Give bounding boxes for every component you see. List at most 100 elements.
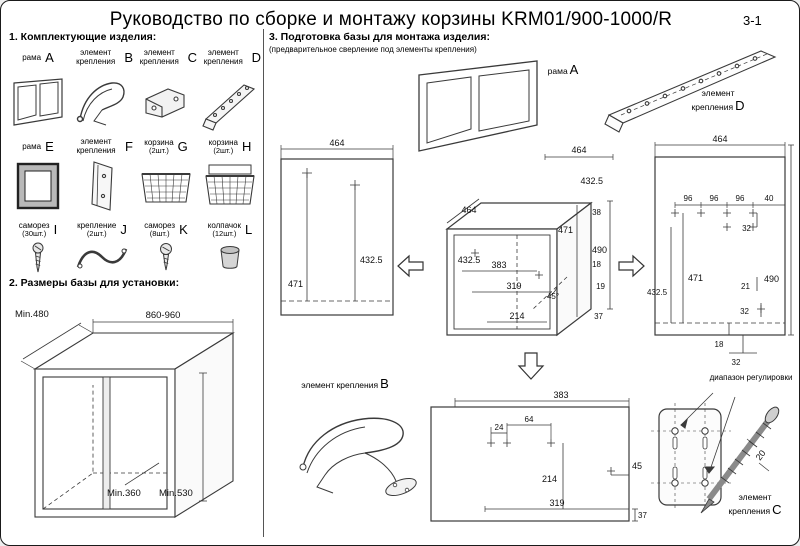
element-c-adjustment-drawing: 20 bbox=[651, 392, 780, 514]
dim-label: 37 bbox=[638, 511, 647, 520]
dimension-labels: 383 24 64 214 45 319 37 bbox=[495, 390, 648, 520]
part-name: корзина bbox=[144, 137, 174, 147]
element-d-drawing bbox=[604, 50, 777, 133]
part-name: элемент крепления bbox=[203, 48, 243, 66]
label-text: диапазон регулировки bbox=[709, 373, 793, 382]
dim-label: 24 bbox=[495, 423, 504, 432]
dimension-labels: 464 471 432.5 bbox=[288, 138, 383, 289]
section1-heading: 1. Комплектующие изделия: bbox=[9, 31, 157, 43]
part-label: элемент крепления C bbox=[135, 47, 197, 69]
part-f-plate-drawing bbox=[91, 161, 113, 211]
dim-label: 38 bbox=[592, 208, 601, 217]
callout-name: рама bbox=[547, 66, 568, 76]
part-name: саморез bbox=[144, 220, 176, 230]
part-j-clamp-drawing bbox=[76, 248, 128, 269]
dim-label: 432.5 bbox=[458, 255, 481, 265]
callout-letter: B bbox=[380, 376, 389, 391]
part-label: элемент крепления B bbox=[71, 47, 133, 69]
callout-letter: C bbox=[772, 501, 782, 517]
page-number: 3-1 bbox=[743, 13, 762, 28]
dim-label: 432.5 bbox=[360, 255, 383, 265]
section2-heading: 2. Размеры базы для установки: bbox=[9, 277, 180, 289]
dim-label: 471 bbox=[288, 279, 303, 289]
dim-label: 214 bbox=[509, 311, 524, 321]
part-qty: (2шт.) bbox=[86, 229, 107, 239]
dim-label: 32 bbox=[740, 307, 749, 316]
part-letter: G bbox=[177, 138, 188, 154]
part-item: рама A bbox=[7, 47, 69, 133]
part-e-frame-drawing bbox=[16, 162, 60, 210]
side-panel-right-drawing: 464 96 96 96 40 32 471 21 490 432.5 32 1… bbox=[647, 134, 794, 367]
part-item: элемент крепления D bbox=[199, 47, 261, 133]
dim-label: 319 bbox=[549, 498, 564, 508]
part-label: колпачок(12шт.) L bbox=[208, 219, 253, 241]
base-dimensions-drawing: Min.480 860-960 Min.360 Min.530 bbox=[15, 309, 235, 518]
part-label: саморез(30шт.) I bbox=[19, 219, 57, 241]
part-qty: (12шт.) bbox=[212, 229, 237, 239]
dim-label: 32 bbox=[732, 358, 741, 367]
arrow-down-icon bbox=[517, 352, 545, 380]
part-qty: (30шт.) bbox=[22, 229, 47, 239]
dim-label: 432.5 bbox=[647, 288, 668, 297]
dim-label: Min.360 bbox=[107, 488, 141, 499]
bottom-panel-drawing: 383 24 64 214 45 319 37 bbox=[430, 390, 648, 522]
part-name: колпачок bbox=[207, 220, 242, 230]
part-item: элемент крепления F bbox=[71, 136, 133, 216]
dim-label: 214 bbox=[542, 474, 557, 484]
part-item: саморез(30шт.) I bbox=[7, 219, 69, 275]
part-item: корзина(2шт.) G bbox=[135, 136, 197, 216]
dim-label: 45° bbox=[547, 292, 559, 301]
dim-label: 20 bbox=[754, 448, 768, 462]
dim-label: 464 bbox=[329, 138, 344, 148]
dim-label: 18 bbox=[715, 340, 724, 349]
part-letter: K bbox=[179, 221, 188, 237]
part-name: элемент крепления bbox=[76, 137, 116, 155]
dim-label: 18 bbox=[592, 260, 601, 269]
part-label: элемент крепления D bbox=[199, 47, 261, 69]
dim-label: 383 bbox=[491, 260, 506, 270]
callout-letter: D bbox=[735, 97, 745, 113]
callout-name: элемент крепления bbox=[691, 88, 735, 112]
dim-label: Min.480 bbox=[15, 309, 49, 320]
part-letter: J bbox=[120, 221, 127, 237]
adjustment-range-label: диапазон регулировки bbox=[703, 373, 799, 382]
part-b-bracket-drawing bbox=[76, 82, 125, 126]
part-letter: H bbox=[242, 138, 252, 154]
part-item: элемент крепления C bbox=[135, 47, 197, 133]
part-item: крепление(2шт.) J bbox=[71, 219, 133, 275]
dim-label: 96 bbox=[710, 194, 719, 203]
part-name: элемент крепления bbox=[139, 48, 179, 66]
part-letter: F bbox=[125, 138, 133, 154]
part-letter: E bbox=[45, 138, 54, 154]
dim-label: 96 bbox=[736, 194, 745, 203]
part-label: саморез(8шт.) K bbox=[144, 219, 187, 241]
part-letter: D bbox=[251, 49, 261, 65]
parts-grid: рама A элемент крепления B bbox=[7, 47, 261, 275]
part-g-basket-drawing bbox=[141, 173, 191, 203]
part-label: крепление(2шт.) J bbox=[77, 219, 127, 241]
dim-label: 32 bbox=[742, 224, 751, 233]
dim-label: Min.530 bbox=[159, 488, 193, 499]
arrow-right-icon bbox=[618, 254, 645, 278]
dim-label: 432.5 bbox=[580, 176, 603, 186]
section3-heading: 3. Подготовка базы для монтажа изделия: bbox=[269, 31, 490, 43]
section3-subheading: (предварительное сверление под элементы … bbox=[269, 45, 477, 54]
part-letter: L bbox=[245, 221, 253, 237]
dim-label: 319 bbox=[506, 281, 521, 291]
callout-name: элемент крепления bbox=[728, 492, 772, 516]
dim-label: 45 bbox=[632, 461, 642, 471]
dim-label: 64 bbox=[525, 415, 534, 424]
dim-label: 860-960 bbox=[146, 310, 181, 321]
part-item: саморез(8шт.) K bbox=[135, 219, 197, 275]
callout-letter: A bbox=[569, 62, 579, 77]
part-label: корзина(2шт.) H bbox=[209, 136, 252, 158]
part-name: рама bbox=[22, 52, 42, 62]
arrow-left-icon bbox=[397, 254, 424, 278]
page-title: Руководство по сборке и монтажу корзины … bbox=[109, 9, 673, 30]
part-label: рама A bbox=[22, 47, 54, 69]
dim-label: 464 bbox=[461, 205, 476, 215]
dim-label: 383 bbox=[553, 390, 568, 400]
dim-label: 40 bbox=[765, 194, 774, 203]
